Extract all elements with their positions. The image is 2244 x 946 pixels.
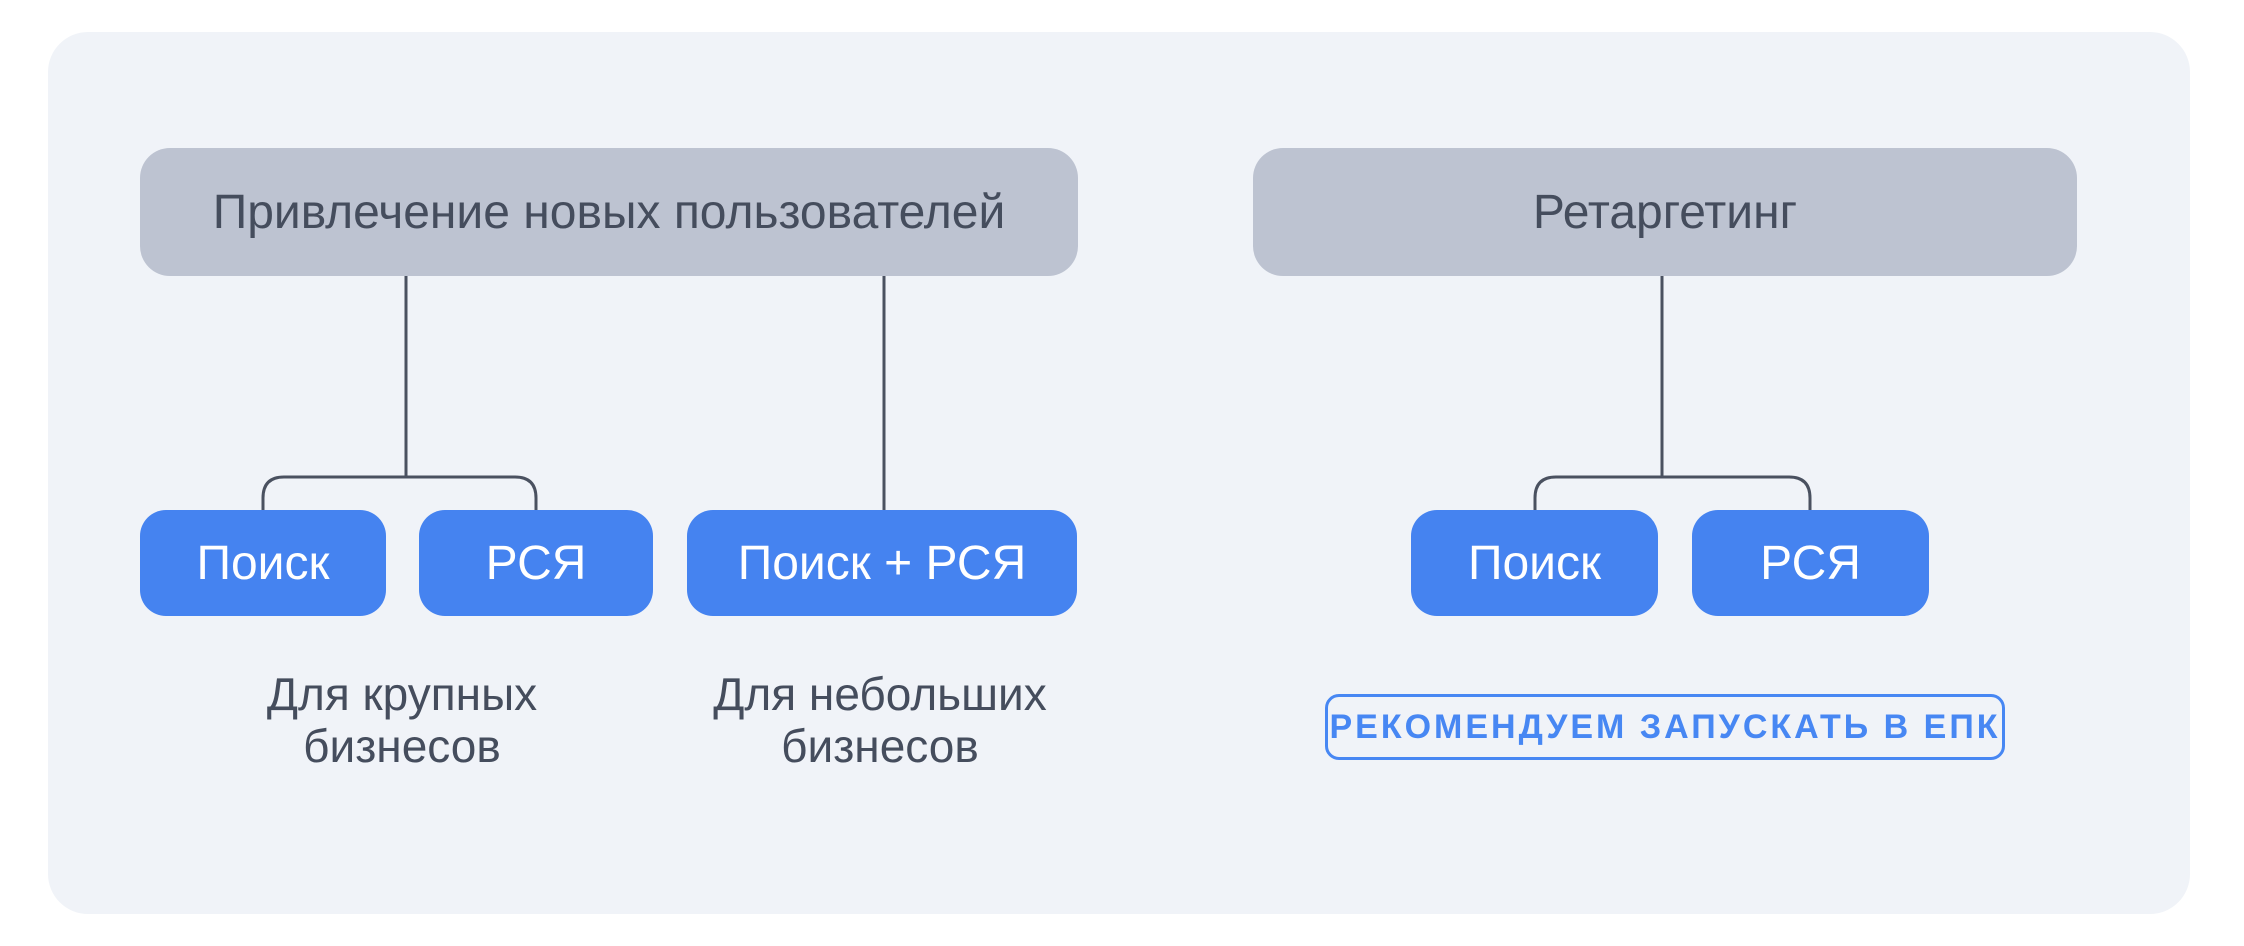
caption-small-businesses-line1: Для небольших: [713, 668, 1047, 720]
caption-small-businesses-line2: бизнесов: [781, 720, 979, 772]
node-search-right-label: Поиск: [1467, 536, 1601, 590]
node-search-left-label: Поиск: [196, 536, 330, 590]
caption-large-businesses: Для крупных бизнесов: [142, 668, 662, 772]
recommendation-badge-label: РЕКОМЕНДУЕМ ЗАПУСКАТЬ В ЕПК: [1329, 707, 2001, 746]
node-attract-new-users-label: Привлечение новых пользователей: [212, 185, 1006, 239]
node-rsya-right-label: РСЯ: [1760, 536, 1861, 590]
node-rsya-right: РСЯ: [1692, 510, 1929, 616]
recommendation-badge: РЕКОМЕНДУЕМ ЗАПУСКАТЬ В ЕПК: [1325, 694, 2005, 760]
node-search-right: Поиск: [1411, 510, 1658, 616]
node-rsya-left: РСЯ: [419, 510, 653, 616]
node-rsya-left-label: РСЯ: [485, 536, 587, 590]
caption-large-businesses-line1: Для крупных: [266, 668, 538, 720]
node-search-plus-rsya: Поиск + РСЯ: [687, 510, 1077, 616]
node-retargeting-label: Ретаргетинг: [1532, 185, 1798, 239]
node-retargeting: Ретаргетинг: [1253, 148, 2077, 276]
caption-small-businesses: Для небольших бизнесов: [620, 668, 1140, 772]
caption-large-businesses-line2: бизнесов: [303, 720, 501, 772]
node-search-left: Поиск: [140, 510, 386, 616]
node-search-plus-rsya-label: Поиск + РСЯ: [737, 536, 1027, 590]
node-attract-new-users: Привлечение новых пользователей: [140, 148, 1078, 276]
